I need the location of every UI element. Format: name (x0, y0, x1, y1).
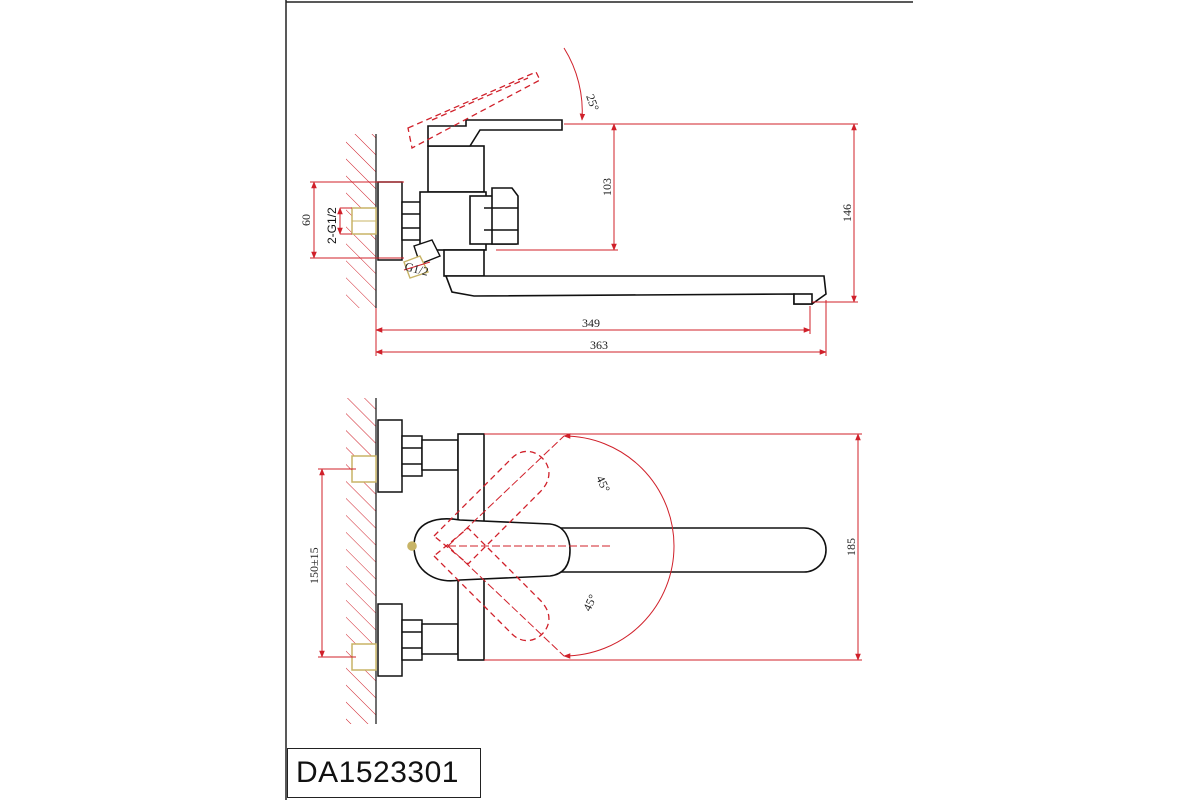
angle-up-label: 45° (593, 473, 613, 494)
lever-tilted-dashed (407, 71, 541, 149)
thread-inlet-label: 2-G1/2 (325, 207, 339, 244)
wall-hatch-lower (346, 398, 377, 724)
lever-tilt-label: 25° (583, 92, 602, 113)
side-view: 25° 103 146 60 2-G1/2 G1/2 (299, 47, 858, 356)
spout-side (444, 275, 827, 305)
reach-total-label: 363 (590, 338, 608, 352)
wall-fitting-upper (351, 419, 459, 493)
eccentric-spacing-label: 150±15 (307, 547, 321, 584)
handle-top (407, 518, 571, 582)
lever-height-label: 103 (600, 178, 614, 196)
thread-outlet-label: G1/2 (403, 259, 430, 278)
depth-label: 185 (844, 538, 858, 556)
lever-side (427, 119, 563, 147)
top-view: 45° 45° 185 150±15 (307, 398, 862, 724)
drawing-frame (285, 0, 913, 800)
inlet-spacing-label: 60 (299, 214, 313, 226)
total-height-label: 146 (840, 204, 854, 222)
spout-top (539, 527, 827, 573)
hose-outlet (403, 239, 441, 279)
angle-down-label: 45° (580, 592, 600, 613)
mixer-body-side (419, 145, 519, 277)
product-code-box: DA1523301 (287, 748, 481, 798)
wall-fitting-lower (351, 603, 459, 677)
reach-short-label: 349 (582, 316, 600, 330)
product-code: DA1523301 (296, 756, 459, 789)
wall-fitting-side (351, 181, 423, 261)
